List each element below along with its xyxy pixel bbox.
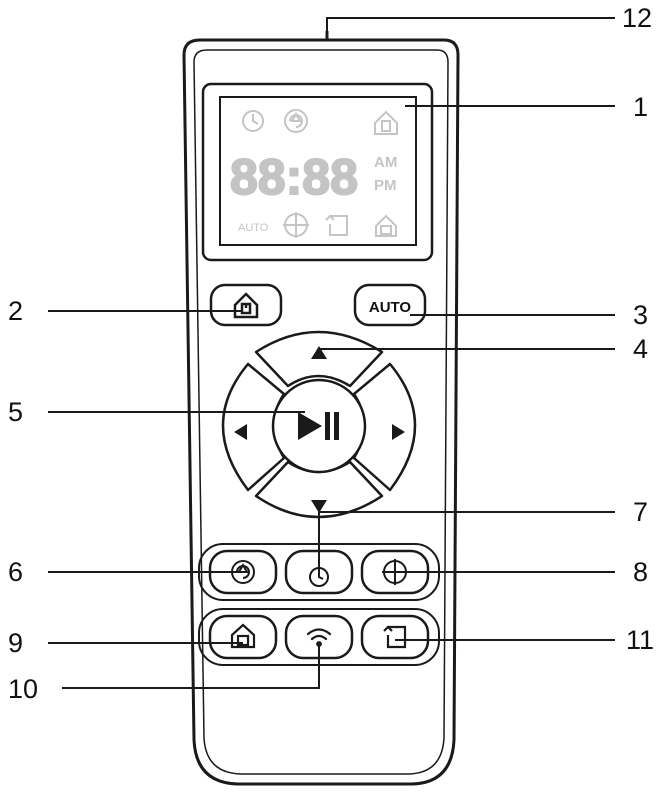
lcd-am-label: AM: [374, 154, 397, 171]
callout-2: 2: [8, 296, 23, 326]
arrow-up-icon: [311, 346, 327, 359]
arrow-left-icon: [234, 424, 247, 440]
callout-9: 9: [8, 628, 23, 658]
lcd-display: 88:88 AM PM AUTO: [201, 82, 434, 262]
callout-12: 12: [622, 3, 652, 33]
scheduled-home-icon: [230, 623, 256, 649]
callout-4: 4: [633, 334, 648, 364]
wall-follow-button[interactable]: [360, 614, 430, 660]
lcd-spot-clean-icon: [284, 109, 308, 133]
callout-6: 6: [8, 557, 23, 587]
function-row-2: [198, 608, 440, 666]
callout-5: 5: [8, 397, 23, 427]
callout-11: 11: [626, 625, 654, 655]
lcd-screen: [219, 96, 417, 246]
remote-inner-outline: [193, 49, 449, 775]
lcd-edge-clean-icon: [283, 212, 309, 238]
play-pause-icon: [298, 412, 339, 440]
leader-12: [326, 17, 615, 31]
leader-10: [62, 644, 320, 689]
home-button[interactable]: [209, 283, 283, 327]
lcd-clock-digits: 88:88: [230, 149, 358, 205]
lcd-pm-label: PM: [374, 177, 397, 194]
callout-8: 8: [633, 557, 648, 587]
scheduled-home-button[interactable]: [208, 614, 278, 660]
callout-10: 10: [8, 674, 38, 704]
callout-7: 7: [633, 497, 648, 527]
dpad-glyphs: [234, 346, 405, 513]
callout-1: 1: [633, 92, 648, 122]
remote-outline: [182, 38, 460, 786]
home-icon: [233, 292, 259, 319]
lcd-bezel: [201, 82, 434, 262]
leader-lines: [48, 17, 615, 689]
direction-pad: [221, 330, 417, 519]
lcd-clock-icon: [242, 110, 264, 132]
leader-7: [318, 511, 615, 576]
lcd-schedule-home-icon: [375, 214, 397, 237]
callout-3: 3: [633, 300, 648, 330]
callout-labels: 1 2 3 4 5 6 7 8 9 10 11 12: [8, 3, 654, 704]
remote-body: [182, 31, 460, 786]
arrow-down-icon: [311, 500, 327, 513]
lcd-auto-label: AUTO: [238, 222, 269, 234]
auto-button[interactable]: AUTO: [353, 283, 427, 327]
lcd-wall-follow-icon: [325, 214, 348, 236]
lcd-home-icon: [374, 110, 398, 135]
arrow-right-icon: [392, 424, 405, 440]
wall-follow-icon: [383, 625, 407, 649]
auto-button-label: AUTO: [369, 299, 412, 316]
